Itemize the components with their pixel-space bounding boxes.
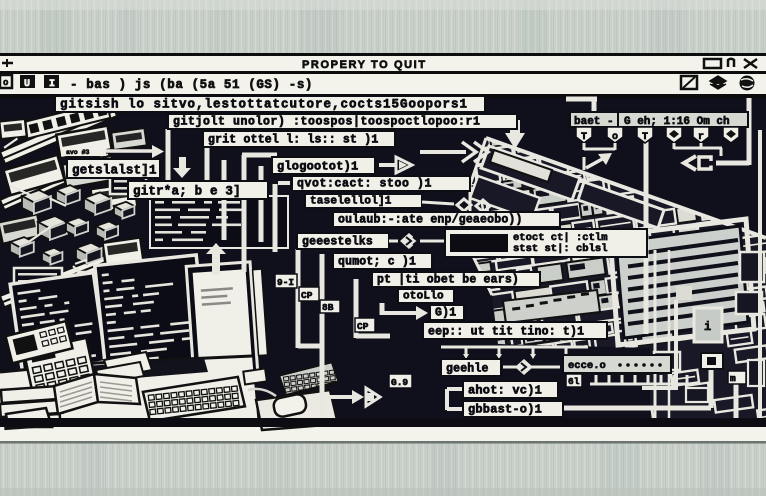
svg-text:eep:: ut tit tino: t)1: eep:: ut tit tino: t)1 <box>428 326 584 339</box>
svg-text:6l: 6l <box>568 376 580 387</box>
svg-text:8B: 8B <box>322 302 334 313</box>
svg-text:gitr*a; b e 3]: gitr*a; b e 3] <box>133 185 241 199</box>
svg-text:G.9: G.9 <box>391 377 408 388</box>
svg-text:U: U <box>24 79 30 90</box>
svg-text:T: T <box>642 132 648 143</box>
svg-text:ecce.o: ecce.o <box>568 360 606 372</box>
svg-text:gitjolt unolor) :toospos|toosp: gitjolt unolor) :toospos|toospoctlopoo:r… <box>173 116 481 129</box>
svg-text:grit ottel l: ls:: st )1: grit ottel l: ls:: st )1 <box>208 134 378 147</box>
svg-text:CP: CP <box>301 290 313 301</box>
svg-text:gitsish lo sitvo,lestottatcuto: gitsish lo sitvo,lestottatcutore,cocts15… <box>60 98 468 112</box>
svg-text:qumot; c )1: qumot; c )1 <box>338 256 416 269</box>
svg-text:getslalst]1: getslalst]1 <box>72 164 157 178</box>
svg-text:i: i <box>704 320 711 334</box>
svg-text:glogootot)1: glogootot)1 <box>277 160 358 174</box>
svg-text:9-I: 9-I <box>277 277 294 288</box>
svg-text:m: m <box>730 373 736 384</box>
svg-text:gbbast-o)1: gbbast-o)1 <box>468 403 542 417</box>
svg-text:geeestelks: geeestelks <box>302 236 373 249</box>
svg-text:taselellol]1: taselellol]1 <box>310 196 392 208</box>
svg-text:- bas ) js (ba (5a 51 (GS) -s): - bas ) js (ba (5a 51 (GS) -s) <box>70 78 313 92</box>
svg-text:o: o <box>612 132 618 143</box>
svg-text:I: I <box>49 79 55 90</box>
svg-text:r: r <box>698 132 704 143</box>
svg-text:T: T <box>581 132 587 143</box>
svg-text:oulaub:-:ate enp/geaeobo)): oulaub:-:ate enp/geaeobo)) <box>338 214 523 227</box>
svg-text:stst st|: cblsl: stst st|: cblsl <box>513 243 608 255</box>
svg-text:G)1: G)1 <box>435 307 456 320</box>
svg-text:etoct ct| :ctlm: etoct ct| :ctlm <box>513 232 608 244</box>
svg-text:otoLlo: otoLlo <box>403 291 444 303</box>
svg-text:baet -: baet - <box>574 116 614 128</box>
svg-text:avo #3: avo #3 <box>66 149 90 156</box>
svg-text:ahot: vc)1: ahot: vc)1 <box>468 384 542 398</box>
svg-text:qvot:cact: stoo )1: qvot:cact: stoo )1 <box>297 178 432 191</box>
svg-text:pt |ti obet be ears): pt |ti obet be ears) <box>377 274 519 287</box>
svg-text:PROPERY TO QUIT: PROPERY TO QUIT <box>302 59 427 71</box>
svg-text:geehle: geehle <box>446 363 489 376</box>
svg-text:CP: CP <box>357 321 369 332</box>
svg-text:G eh; 1:16 Om ch: G eh; 1:16 Om ch <box>624 116 730 128</box>
svg-text:o: o <box>3 78 8 88</box>
